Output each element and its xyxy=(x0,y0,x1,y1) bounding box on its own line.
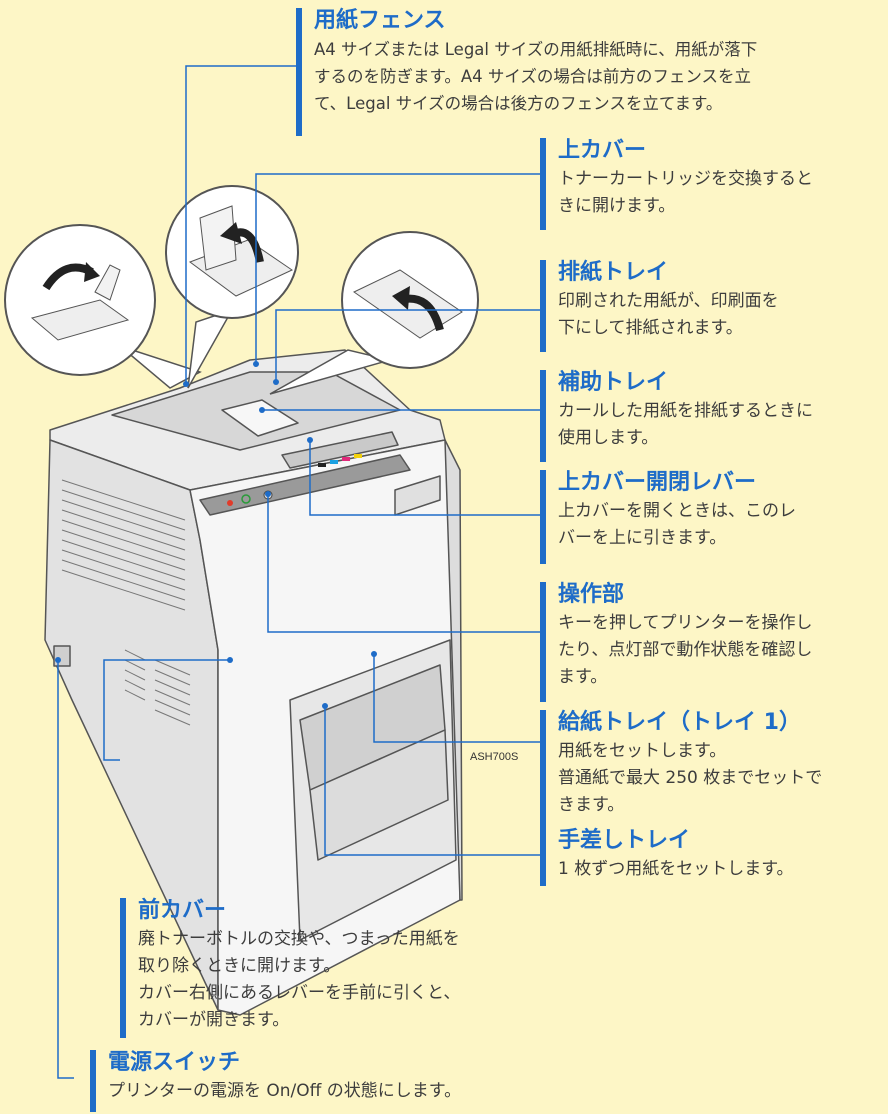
callout-title: 前カバー xyxy=(138,896,550,926)
callout-desc: A4 サイズまたは Legal サイズの用紙排紙時に、用紙が落下 するのを防ぎま… xyxy=(314,36,886,117)
callout-bar xyxy=(540,470,546,564)
callout-desc: 上カバーを開くときは、このレ バーを上に引きます。 xyxy=(558,498,885,552)
callout-bar xyxy=(540,710,546,830)
power-switch-shape xyxy=(54,646,70,666)
callout-output-tray: 排紙トレイ 印刷された用紙が、印刷面を 下にして排紙されます。 xyxy=(540,258,880,342)
callout-bar xyxy=(296,8,302,136)
callout-title: 用紙フェンス xyxy=(314,6,886,36)
callout-desc: 印刷された用紙が、印刷面を 下にして排紙されます。 xyxy=(558,288,880,342)
callout-title: 排紙トレイ xyxy=(558,258,880,288)
callout-title: 上カバー開閉レバー xyxy=(558,468,885,498)
callout-desc: カールした用紙を排紙するときに 使用します。 xyxy=(558,398,885,452)
callout-desc: 廃トナーボトルの交換や、つまった用紙を 取り除くときに開けます。 カバー右側にあ… xyxy=(138,926,550,1034)
callout-desc: トナーカートリッジを交換すると きに開けます。 xyxy=(558,166,880,220)
callout-paper-fence: 用紙フェンス A4 サイズまたは Legal サイズの用紙排紙時に、用紙が落下 … xyxy=(296,6,886,117)
callout-desc: プリンターの電源を On/Off の状態にします。 xyxy=(108,1078,530,1105)
callout-title: 給紙トレイ（トレイ 1） xyxy=(558,708,885,738)
callout-title: 電源スイッチ xyxy=(108,1048,530,1078)
callout-desc: 用紙をセットします。 普通紙で最大 250 枚までセットで きます。 xyxy=(558,738,885,819)
callout-bar xyxy=(90,1050,96,1112)
callout-bypass-tray: 手差しトレイ 1 枚ずつ用紙をセットします。 xyxy=(540,826,885,883)
callout-bar xyxy=(120,898,126,1038)
callout-bar xyxy=(540,582,546,702)
callout-title: 操作部 xyxy=(558,580,885,610)
callout-top-cover: 上カバー トナーカートリッジを交換すると きに開けます。 xyxy=(540,136,880,220)
callout-bar xyxy=(540,828,546,886)
callout-desc: 1 枚ずつ用紙をセットします。 xyxy=(558,856,885,883)
callout-power-switch: 電源スイッチ プリンターの電源を On/Off の状態にします。 xyxy=(90,1048,530,1105)
callout-desc: キーを押してプリンターを操作し たり、点灯部で動作状態を確認し ます。 xyxy=(558,610,885,691)
callout-bar xyxy=(540,260,546,352)
callout-front-cover: 前カバー 廃トナーボトルの交換や、つまった用紙を 取り除くときに開けます。 カバ… xyxy=(120,896,550,1034)
callout-title: 手差しトレイ xyxy=(558,826,885,856)
callout-aux-tray: 補助トレイ カールした用紙を排紙するときに 使用します。 xyxy=(540,368,885,452)
callout-title: 上カバー xyxy=(558,136,880,166)
callout-paper-tray: 給紙トレイ（トレイ 1） 用紙をセットします。 普通紙で最大 250 枚までセッ… xyxy=(540,708,885,819)
callout-cover-lever: 上カバー開閉レバー 上カバーを開くときは、このレ バーを上に引きます。 xyxy=(540,468,885,552)
callout-bar xyxy=(540,138,546,230)
model-code-label: ASH700S xyxy=(470,751,518,763)
callout-title: 補助トレイ xyxy=(558,368,885,398)
callout-bar xyxy=(540,370,546,462)
callout-control-panel: 操作部 キーを押してプリンターを操作し たり、点灯部で動作状態を確認し ます。 xyxy=(540,580,885,691)
